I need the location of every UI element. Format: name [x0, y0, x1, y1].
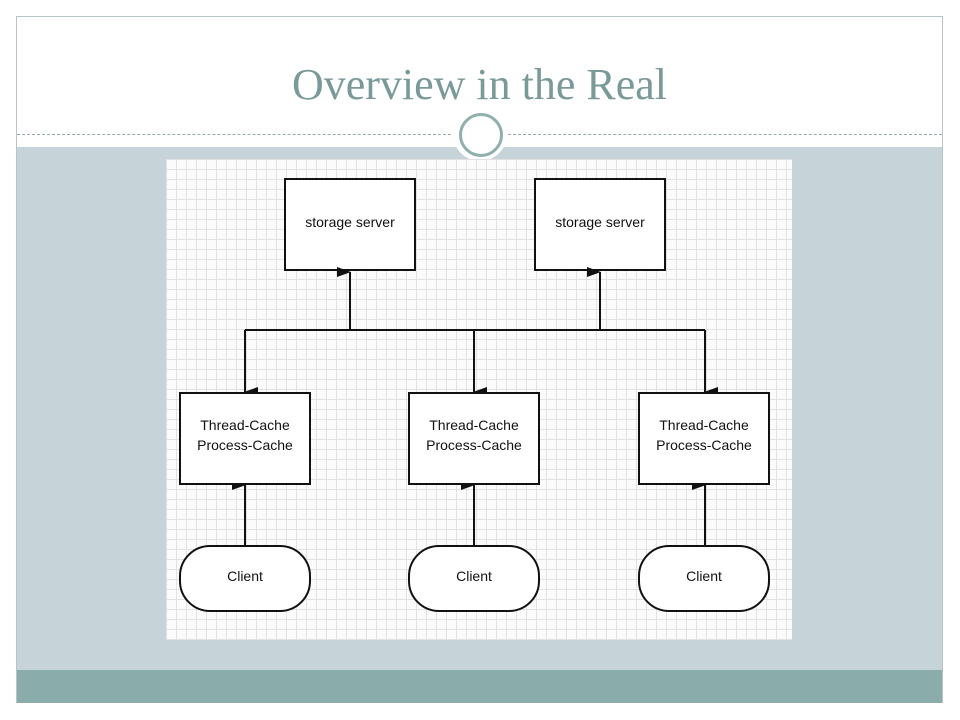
client-node: Client: [638, 545, 770, 612]
bottom-band: [17, 670, 942, 703]
cache-node: Thread-Cache Process-Cache: [638, 392, 770, 485]
client-node: Client: [408, 545, 540, 612]
connector-lines: [232, 267, 718, 546]
storage-server-node: storage server: [284, 178, 416, 271]
cache-label-line2: Process-Cache: [197, 437, 293, 453]
client-node: Client: [179, 545, 311, 612]
circle-ornament-icon: [453, 107, 507, 161]
storage-server-label: storage server: [305, 214, 395, 230]
architecture-diagram: storage server storage server Thread-Cac…: [166, 159, 792, 640]
cache-label-line1: Thread-Cache: [429, 417, 519, 433]
cache-label-line2: Process-Cache: [656, 437, 752, 453]
client-label: Client: [227, 568, 263, 584]
cache-label-line2: Process-Cache: [426, 437, 522, 453]
slide-title: Overview in the Real: [291, 60, 668, 109]
storage-server-node: storage server: [534, 178, 666, 271]
cache-node: Thread-Cache Process-Cache: [408, 392, 540, 485]
storage-server-label: storage server: [555, 214, 645, 230]
circle-ornament-ring: [459, 113, 503, 157]
cache-node: Thread-Cache Process-Cache: [179, 392, 311, 485]
client-label: Client: [456, 568, 492, 584]
diagram-canvas: storage server storage server Thread-Cac…: [179, 178, 770, 612]
cache-label-line1: Thread-Cache: [659, 417, 749, 433]
client-label: Client: [686, 568, 722, 584]
cache-label-line1: Thread-Cache: [200, 417, 290, 433]
